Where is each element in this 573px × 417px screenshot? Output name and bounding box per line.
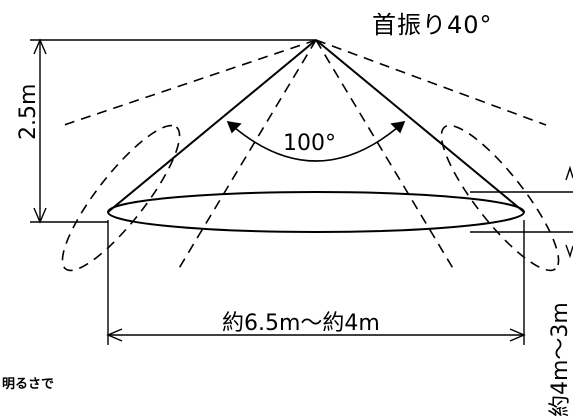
width-label: 約6.5m～約4m xyxy=(222,311,380,336)
height-arrow-bottom xyxy=(33,207,47,224)
main-cone-right-edge xyxy=(315,39,525,213)
left-swing-edge-outer xyxy=(63,39,317,126)
angle-arrow-right xyxy=(390,120,406,134)
swing-label: 首振り40° xyxy=(372,11,493,39)
left-swing-footprint xyxy=(61,124,181,272)
side-label: 約4m～3m xyxy=(548,302,573,417)
right-swing-footprint xyxy=(440,124,560,272)
swung-cones xyxy=(61,39,560,272)
main-cone-footprint xyxy=(107,191,525,233)
width-arrow-left xyxy=(106,328,123,342)
cone-angle-label: 100° xyxy=(283,131,336,156)
height-arrow-top xyxy=(33,38,47,55)
width-dimension xyxy=(106,220,526,345)
main-cone xyxy=(107,39,525,233)
angle-indicator xyxy=(226,120,406,162)
left-swing-edge-inner xyxy=(177,39,317,271)
angle-arc xyxy=(227,121,405,162)
height-label: 2.5m xyxy=(16,84,41,140)
side-dimension xyxy=(470,165,573,259)
right-swing-edge-outer xyxy=(315,39,547,126)
angle-arrow-left xyxy=(226,120,242,134)
width-arrow-right xyxy=(509,328,526,342)
right-swing-edge-inner xyxy=(315,39,455,271)
height-dimension xyxy=(30,38,316,224)
main-cone-left-edge xyxy=(107,39,317,213)
footnote-label: 明るさで xyxy=(2,377,54,392)
side-arrow-bottom xyxy=(565,244,573,259)
side-arrow-top xyxy=(565,165,573,181)
